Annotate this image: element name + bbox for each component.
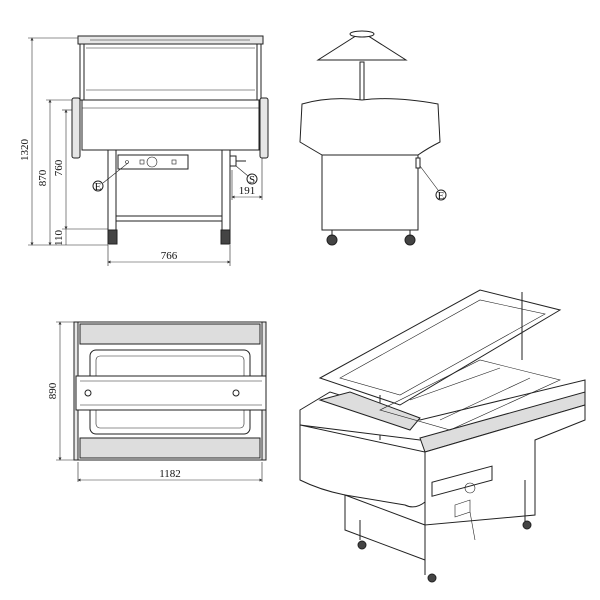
callout-e-side: E <box>438 190 445 202</box>
dim-766: 766 <box>161 250 178 262</box>
dim-760: 760 <box>53 159 65 176</box>
front-view: E S 1320 870 760 110 766 191 <box>19 35 269 266</box>
top-view: 890 1182 <box>47 321 267 482</box>
drain-valve <box>229 155 237 167</box>
dim-890: 890 <box>47 382 59 399</box>
isometric-view <box>299 289 586 583</box>
dim-1182: 1182 <box>159 468 181 480</box>
dim-191: 191 <box>239 185 256 197</box>
callout-s: S <box>249 174 255 186</box>
callout-e: E <box>95 181 102 193</box>
dim-110: 110 <box>53 229 65 246</box>
dim-870: 870 <box>37 169 49 186</box>
control-panel <box>117 154 189 170</box>
side-view: E <box>299 30 447 246</box>
dim-1320: 1320 <box>19 139 31 162</box>
